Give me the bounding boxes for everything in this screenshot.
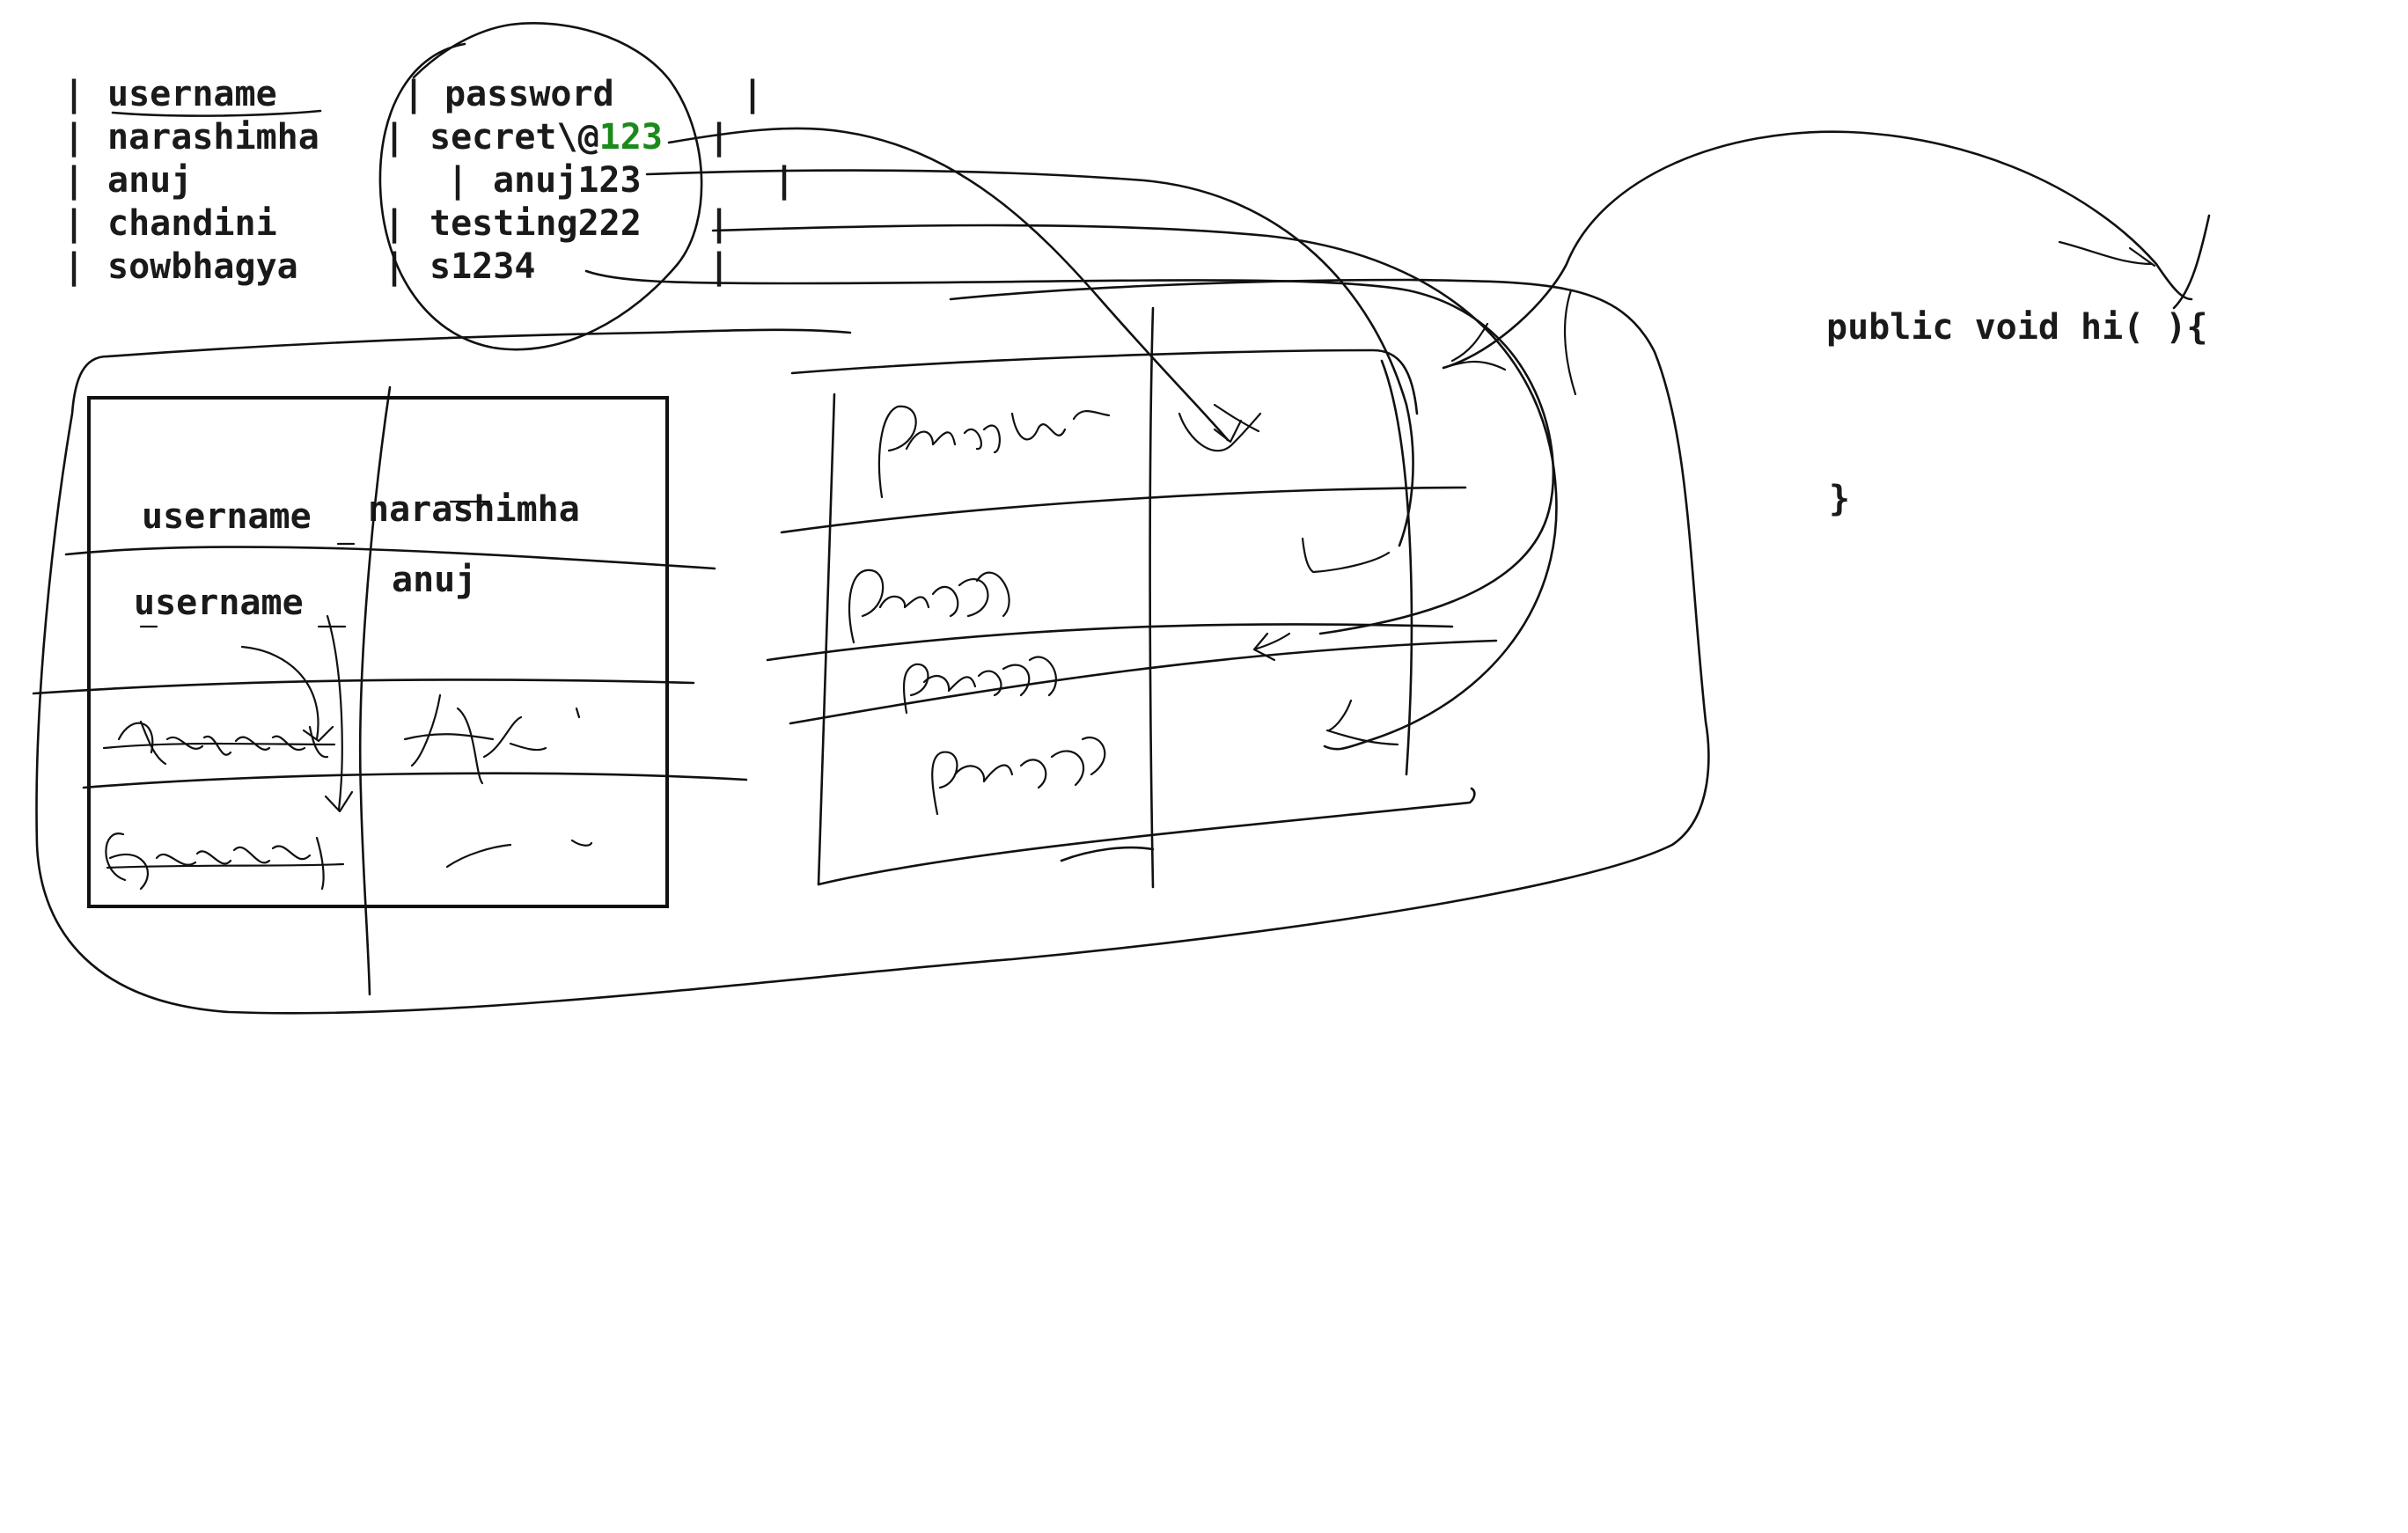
table-pipe: | <box>63 160 84 202</box>
table-pipe: | <box>708 246 730 288</box>
table-pipe: | <box>63 74 84 115</box>
table-pipe: | <box>403 74 424 115</box>
code-signature: public void hi( ){ <box>1826 307 2207 348</box>
table-cell-username: chandini <box>107 203 277 244</box>
password-highlight: 123 <box>599 117 663 158</box>
table-header-username: username <box>107 74 277 114</box>
code-closing-brace: } <box>1829 479 1850 519</box>
table-cell-username: narashimha <box>107 117 319 158</box>
table-cell-password: testing222 <box>429 203 642 244</box>
header-underline-stroke <box>111 109 322 117</box>
box-label-username: username <box>134 583 304 623</box>
table-pipe: | <box>63 246 84 288</box>
table-pipe: | <box>774 160 795 202</box>
table-pipe: | <box>63 117 84 158</box>
credentials-table: | | | | | | | | | | | | | | | username p… <box>63 74 795 288</box>
table-pipe: | <box>708 203 730 245</box>
table-pipe: | <box>447 160 468 202</box>
box-value-anuj: anuj <box>392 560 476 600</box>
table-pipe: | <box>63 203 84 245</box>
memory-box-content: username username narashimha anuj <box>134 489 580 623</box>
password-prefix: secret\@ <box>429 117 599 158</box>
password-circle-stroke <box>378 21 703 351</box>
table-cell-password: anuj123 <box>493 160 642 201</box>
table-cell-username: sowbhagya <box>107 246 298 287</box>
box-value-narashimha: narashimha <box>368 489 580 530</box>
memory-box <box>87 396 669 908</box>
grid-ink-strokes <box>766 306 1498 889</box>
table-pipe: | <box>384 246 405 288</box>
table-header-password: password <box>444 74 614 114</box>
table-cell-username: anuj <box>107 160 192 201</box>
box-ink-strokes <box>32 385 748 996</box>
table-cell-password: s1234 <box>429 246 535 287</box>
table-cell-password: secret\@123 <box>429 117 663 158</box>
table-pipe: | <box>708 117 730 158</box>
arrow-strokes <box>35 127 2211 1015</box>
box-label-username: username <box>142 496 312 537</box>
table-pipe: | <box>742 74 763 115</box>
